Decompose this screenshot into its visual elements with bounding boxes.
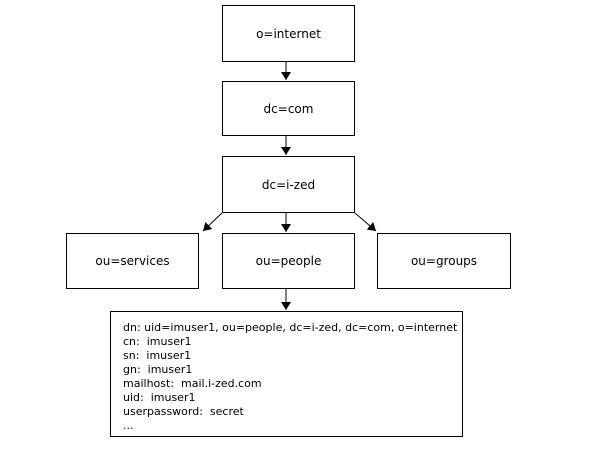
edge-ized-groups — [354, 212, 377, 232]
ldap-entry-box: dn: uid=imuser1, ou=people, dc=i-zed, dc… — [110, 311, 463, 437]
entry-line-uid: uid: imuser1 — [123, 391, 196, 404]
node-label: ou=services — [95, 254, 170, 268]
node-ou-people: ou=people — [222, 233, 355, 289]
entry-line-ellipsis: ... — [123, 419, 134, 432]
entry-line-userpassword: userpassword: secret — [123, 405, 244, 418]
node-ou-groups: ou=groups — [377, 233, 511, 289]
node-label: ou=groups — [410, 254, 478, 268]
edge-ized-services — [202, 212, 223, 232]
entry-line-cn: cn: imuser1 — [123, 335, 192, 348]
entry-line-gn: gn: imuser1 — [123, 363, 193, 376]
entry-line-dn: dn: uid=imuser1, ou=people, dc=i-zed, dc… — [123, 321, 458, 334]
node-label: o=internet — [256, 26, 321, 41]
node-label: ou=people — [255, 254, 322, 268]
node-o-internet: o=internet — [222, 5, 355, 62]
node-dc-i-zed: dc=i-zed — [222, 156, 355, 213]
node-ou-services: ou=services — [66, 233, 199, 289]
entry-line-mailhost: mailhost: mail.i-zed.com — [123, 377, 262, 390]
node-dc-com: dc=com — [222, 81, 355, 136]
node-label: dc=com — [263, 101, 314, 116]
node-label: dc=i-zed — [261, 177, 316, 192]
entry-line-sn: sn: imuser1 — [123, 349, 192, 362]
